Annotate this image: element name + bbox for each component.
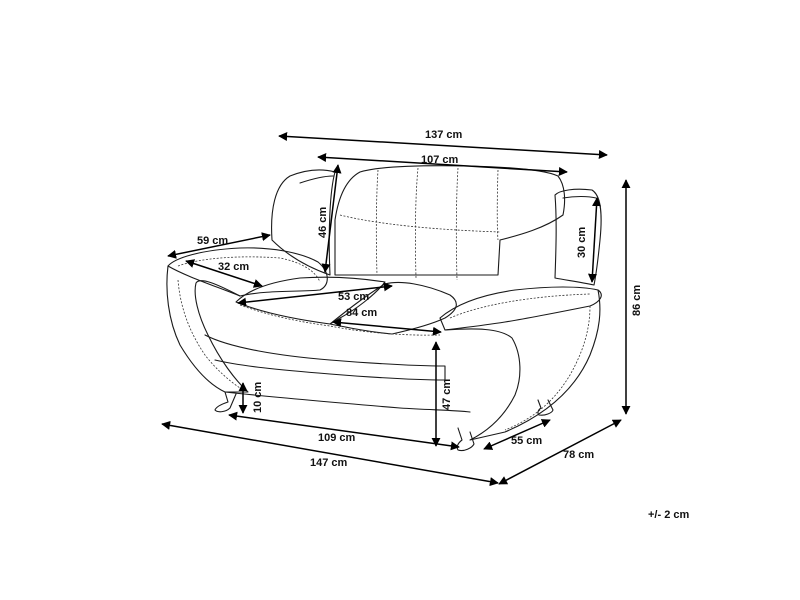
label-seat-height: 47 cm [441, 379, 453, 410]
leg-front-left [214, 391, 237, 413]
label-total-width: 147 cm [310, 457, 348, 469]
label-overall-width: 137 cm [425, 129, 463, 141]
label-backrest-width: 107 cm [421, 154, 459, 166]
dim-line-59 [167, 232, 271, 259]
front-panel [204, 334, 446, 381]
label-base-width: 109 cm [318, 432, 356, 444]
dim-line-147 [161, 420, 499, 487]
dim-line-137 [278, 131, 608, 160]
leg-back-right [537, 399, 554, 416]
label-seat-width: 84 cm [346, 307, 377, 319]
sofa-drawing [166, 165, 602, 452]
dim-line-30 [587, 197, 602, 283]
left-arm-body [166, 265, 249, 393]
label-leg-height: 10 cm [252, 382, 264, 413]
label-total-height: 86 cm [631, 285, 643, 316]
label-base-depth: 55 cm [511, 435, 542, 447]
tolerance-note: +/- 2 cm [648, 509, 690, 521]
dimension-lines [161, 131, 631, 487]
dim-line-78 [498, 419, 622, 485]
label-side-back-height: 30 cm [576, 227, 588, 258]
label-armrest-depth: 59 cm [197, 235, 228, 247]
dim-line-84 [332, 318, 442, 336]
label-backrest-height: 46 cm [317, 207, 329, 238]
right-armrest [439, 286, 602, 331]
left-seat-cushion [235, 276, 386, 325]
right-arm-body [444, 289, 601, 441]
dimension-labels: 137 cm 107 cm 46 cm 59 cm 32 cm 53 cm 84… [197, 129, 643, 469]
backrest [334, 165, 566, 276]
dim-line-107 [317, 152, 568, 177]
label-total-depth: 78 cm [563, 449, 594, 461]
dim-line-46 [321, 164, 342, 273]
label-armrest-width: 32 cm [218, 261, 249, 273]
dim-line-32 [185, 259, 263, 288]
dim-line-53 [237, 282, 393, 307]
label-seat-depth: 53 cm [338, 291, 369, 303]
